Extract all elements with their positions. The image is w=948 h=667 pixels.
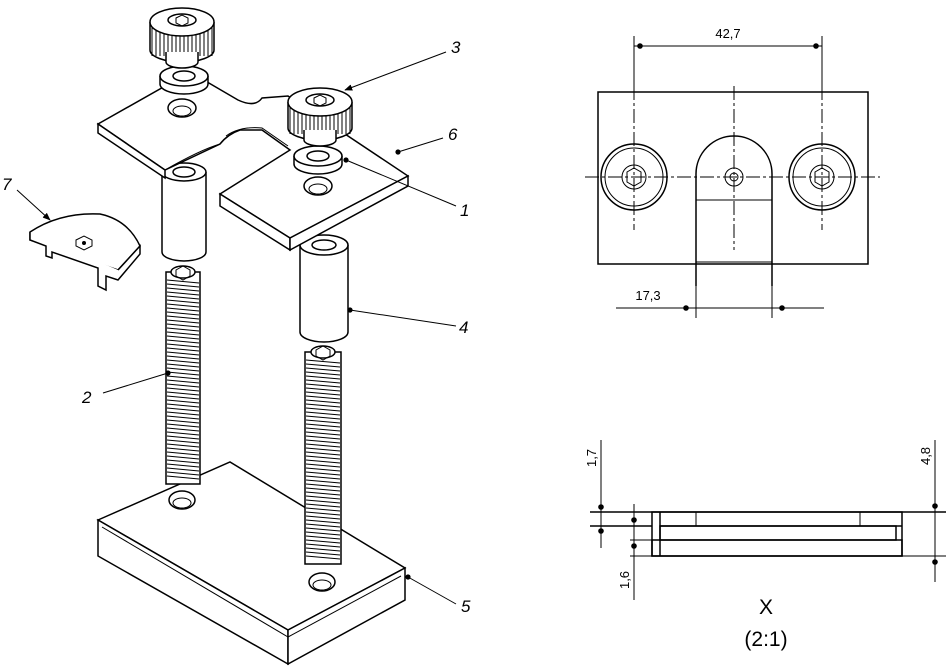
spacer-sleeve-right xyxy=(299,234,349,343)
label-part-1: 1 xyxy=(460,201,469,220)
top-view-clip xyxy=(695,135,773,286)
washer-right xyxy=(293,145,343,175)
dim-h2-value: 4,8 xyxy=(918,447,933,465)
dim-width: 17,3 xyxy=(616,286,824,318)
dim-h1: 1,7 xyxy=(584,440,604,548)
knurled-screw-right xyxy=(287,87,353,147)
dim-spacing: 42,7 xyxy=(633,26,823,92)
spacer-sleeve-left xyxy=(161,162,207,262)
label-part-7: 7 xyxy=(2,175,12,194)
base-block xyxy=(96,461,407,666)
dim-spacing-value: 42,7 xyxy=(715,26,740,41)
label-part-4: 4 xyxy=(459,318,468,337)
dim-width-value: 17,3 xyxy=(635,288,660,303)
label-part-5: 5 xyxy=(461,597,471,616)
thread-lines-right xyxy=(305,359,341,560)
dim-h1-value: 1,7 xyxy=(584,449,599,467)
knurled-screw-left xyxy=(149,7,215,69)
dim-h2: 4,8 xyxy=(918,440,938,582)
washer-left xyxy=(159,65,209,95)
threaded-rod-right xyxy=(304,345,342,565)
leader-lines xyxy=(16,51,457,605)
top-view-screw-right xyxy=(788,143,856,211)
isometric-assembly: 3 6 1 4 5 2 7 xyxy=(2,7,471,666)
top-view-screw-left xyxy=(600,143,668,211)
label-part-2: 2 xyxy=(81,388,92,407)
dim-h3-value: 1,6 xyxy=(617,571,632,589)
label-part-6: 6 xyxy=(448,125,458,144)
dim-h3: 1,6 xyxy=(617,504,637,600)
detail-name: X xyxy=(759,596,773,619)
clip-part xyxy=(29,213,141,292)
detail-scale: (2:1) xyxy=(744,628,787,651)
top-view: 42,7 17,3 xyxy=(585,26,880,318)
detail-outer-body xyxy=(651,511,903,557)
label-part-3: 3 xyxy=(451,38,461,57)
top-view-plate xyxy=(597,91,869,265)
section-detail-x: 1,7 4,8 1,6 X (2:1) xyxy=(584,440,946,651)
clamp-plate xyxy=(96,71,410,252)
threaded-rod-left xyxy=(165,265,201,485)
thread-lines-left xyxy=(166,279,200,480)
